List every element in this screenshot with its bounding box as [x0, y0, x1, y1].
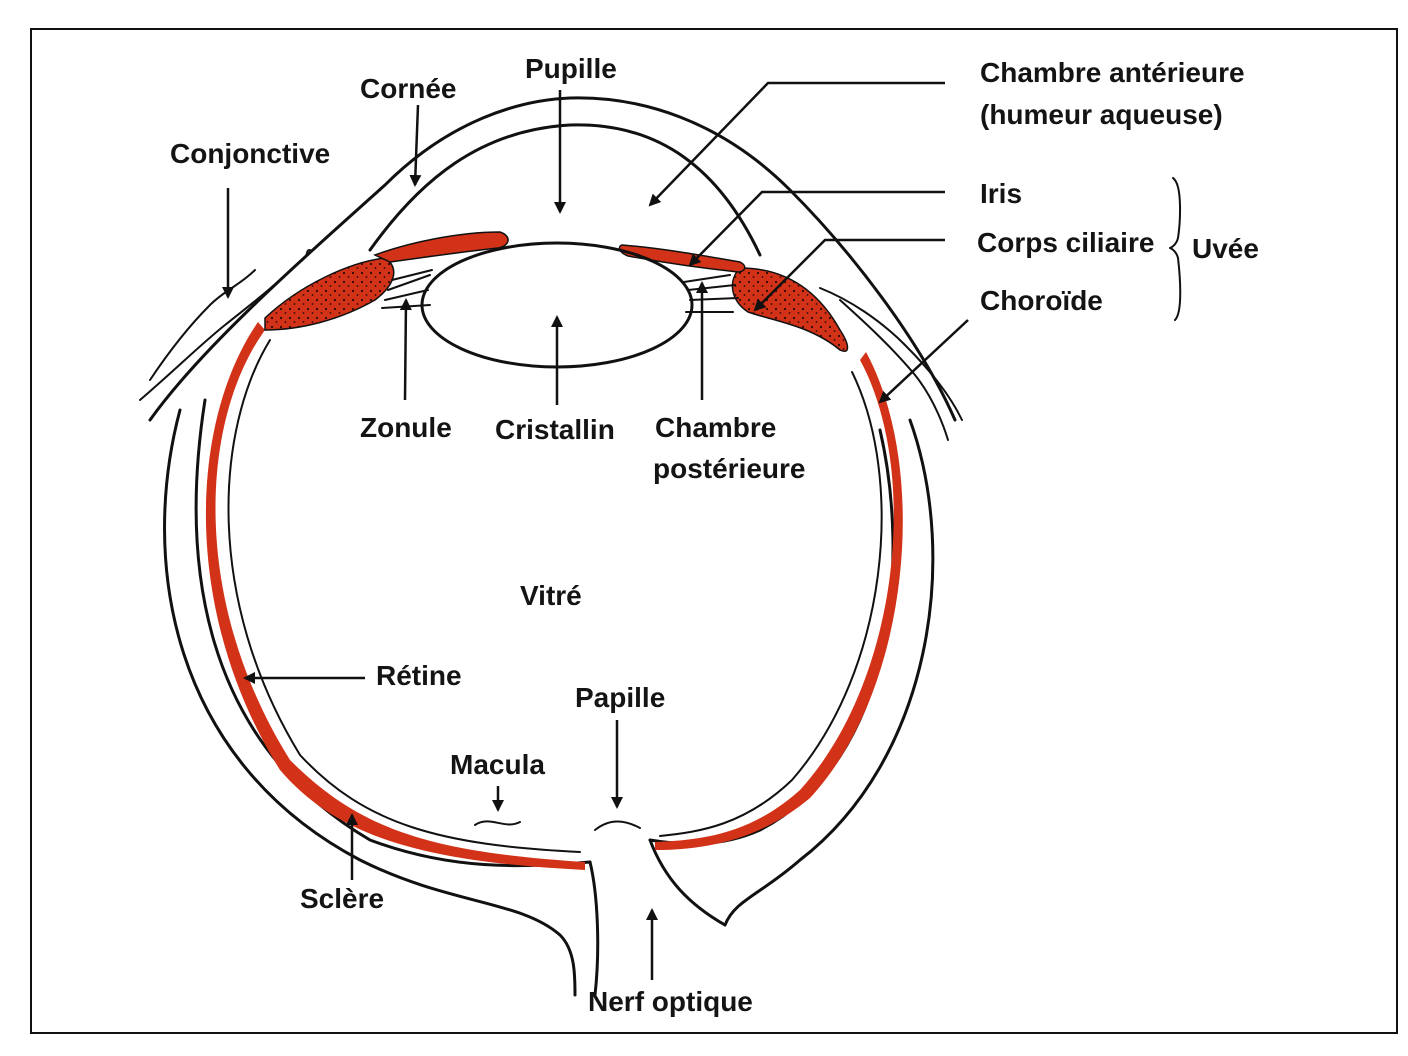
label-pupille: Pupille: [525, 53, 617, 84]
sclera: [163, 398, 935, 997]
zonule-fibres: [381, 269, 739, 313]
label-chambre-anterieure-2: (humeur aqueuse): [980, 99, 1223, 130]
label-sclere: Sclère: [300, 883, 384, 914]
label-nerf-optique: Nerf optique: [588, 986, 753, 1017]
label-choroide: Choroïde: [980, 285, 1103, 316]
labels: Pupille Cornée Conjonctive Chambre antér…: [170, 53, 1259, 1017]
label-retine: Rétine: [376, 660, 462, 691]
leader-lines: [222, 81, 1182, 980]
label-macula: Macula: [450, 749, 545, 780]
conjunctiva: [139, 249, 963, 441]
label-iris: Iris: [980, 178, 1022, 209]
label-cornee: Cornée: [360, 73, 456, 104]
diagram-frame: [30, 28, 1398, 1034]
ciliary-body: [264, 257, 849, 352]
choroid-layer: [205, 322, 903, 870]
label-cristallin: Cristallin: [495, 414, 615, 445]
label-chambre-posterieure-2: postérieure: [653, 453, 806, 484]
label-papille: Papille: [575, 682, 665, 713]
label-uvee: Uvée: [1192, 233, 1259, 264]
label-corps-ciliaire: Corps ciliaire: [977, 227, 1154, 258]
label-chambre-posterieure-1: Chambre: [655, 412, 776, 443]
label-vitre: Vitré: [520, 580, 582, 611]
iris: [373, 231, 746, 273]
label-chambre-anterieure-1: Chambre antérieure: [980, 57, 1245, 88]
macula-papilla-marks: [474, 820, 641, 831]
label-zonule: Zonule: [360, 412, 452, 443]
label-conjonctive: Conjonctive: [170, 138, 330, 169]
